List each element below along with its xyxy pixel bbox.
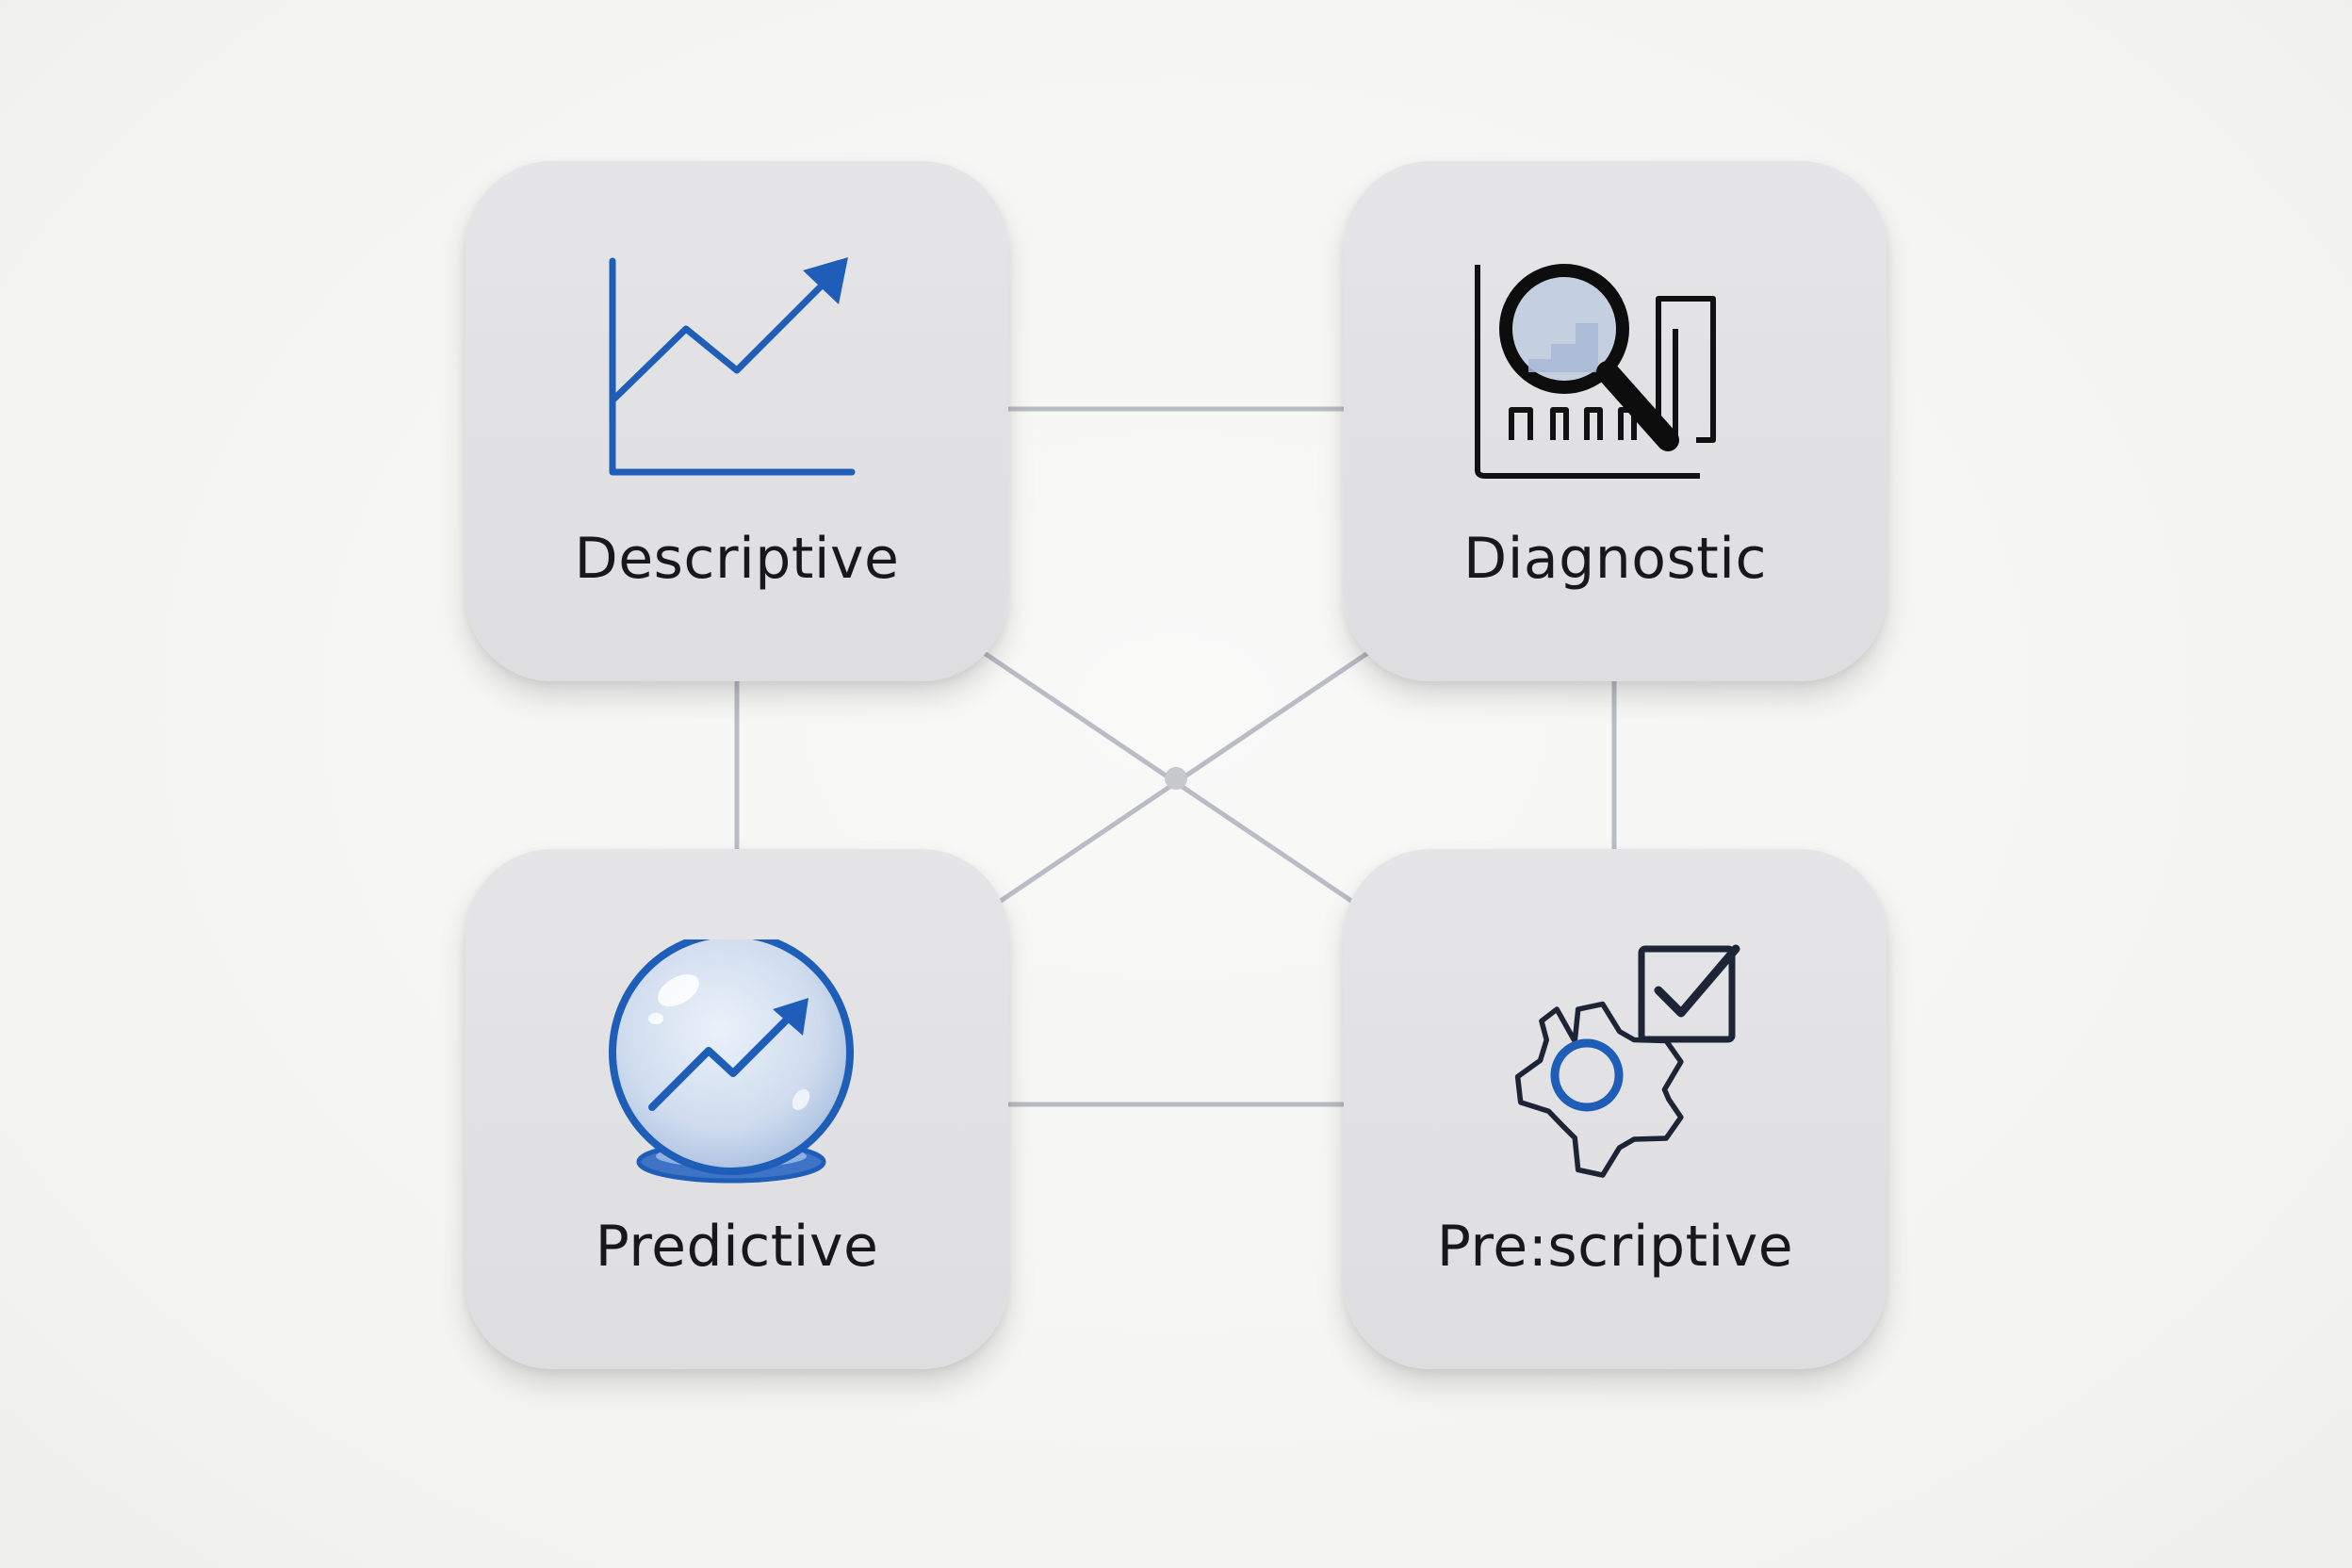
card-predictive[interactable]: Predictive [466,849,1008,1369]
card-label: Descriptive [574,526,900,592]
crystal-ball-trend-icon [596,939,878,1188]
line-chart-trend-up-icon [596,252,878,500]
card-prescriptive[interactable]: Pre:scriptive [1344,849,1886,1369]
card-descriptive[interactable]: Descriptive [466,161,1008,681]
card-label: Pre:scriptive [1436,1214,1794,1280]
magnifier-bar-chart-icon [1474,252,1756,500]
gear-checkbox-icon [1474,939,1756,1188]
card-label: Diagnostic [1463,526,1767,592]
card-label: Predictive [595,1214,879,1280]
connector-center-node [1165,767,1187,790]
card-diagnostic[interactable]: Diagnostic [1344,161,1886,681]
